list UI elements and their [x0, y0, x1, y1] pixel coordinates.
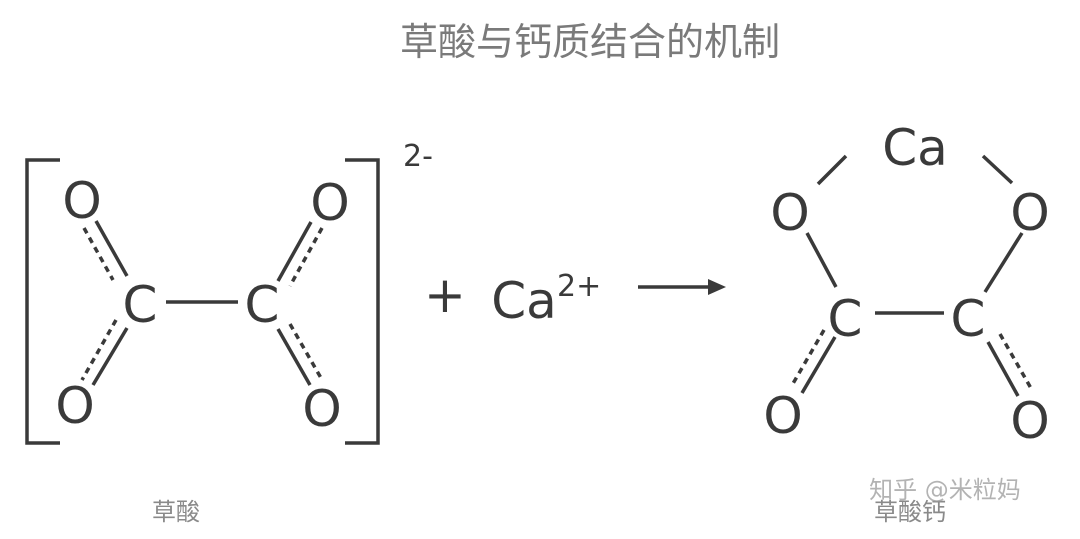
right-arrow-icon — [638, 279, 726, 295]
bond-o-ca-left — [816, 154, 848, 186]
plus-sign: + — [424, 266, 466, 324]
calcium-oxalate-label: 草酸钙 — [874, 498, 946, 526]
atom-ca: Ca — [882, 119, 948, 177]
oxalate-charge: 2- — [403, 139, 433, 174]
oxalate-ion: 2- O O C C O O 草酸 — [25, 139, 433, 526]
bond-bottom-right-dashed — [288, 323, 323, 379]
bond-top-right-solid — [276, 221, 313, 282]
atom-o-top-right: O — [1010, 184, 1049, 242]
atom-o-bottom-right: O — [302, 380, 341, 438]
bond-top-left-dashed — [82, 227, 115, 281]
bond-o-ca-right — [981, 154, 1014, 185]
atom-o-bottom-right: O — [1010, 392, 1049, 450]
bond-top-left-solid — [94, 220, 129, 277]
bond-bottom-left-solid — [800, 336, 837, 394]
diagram-title: 草酸与钙质结合的机制 — [400, 20, 780, 64]
atom-o-top-left: O — [62, 172, 101, 230]
right-bracket — [345, 158, 380, 445]
bond-bottom-right-solid — [986, 341, 1020, 397]
calcium-charge: 2+ — [557, 269, 601, 304]
atom-o-bottom-left: O — [55, 377, 94, 435]
left-bracket — [25, 158, 60, 445]
atom-o-bottom-left: O — [763, 387, 802, 445]
atom-o-top-right: O — [310, 174, 349, 232]
calcium-oxalate: Ca O O C C O O 草酸钙 — [763, 119, 1049, 526]
bond-o-c-left — [805, 232, 838, 288]
calcium-ion: Ca — [491, 272, 557, 330]
bond-bottom-left-dashed — [80, 319, 118, 381]
watermark: 知乎 @米粒妈 — [869, 476, 1021, 504]
atom-o-top-left: O — [770, 184, 809, 242]
oxalate-label: 草酸 — [152, 498, 200, 526]
atom-c-right: C — [245, 276, 280, 334]
bond-bottom-right-solid — [276, 328, 312, 386]
bond-o-c-right — [983, 232, 1024, 293]
bond-top-right-dashed — [288, 227, 324, 287]
bond-bottom-left-solid — [91, 327, 129, 386]
atom-c-left: C — [123, 276, 158, 334]
bond-bottom-right-dashed — [998, 333, 1034, 391]
atom-c-right: C — [951, 290, 986, 348]
bond-bottom-left-dashed — [789, 329, 826, 388]
